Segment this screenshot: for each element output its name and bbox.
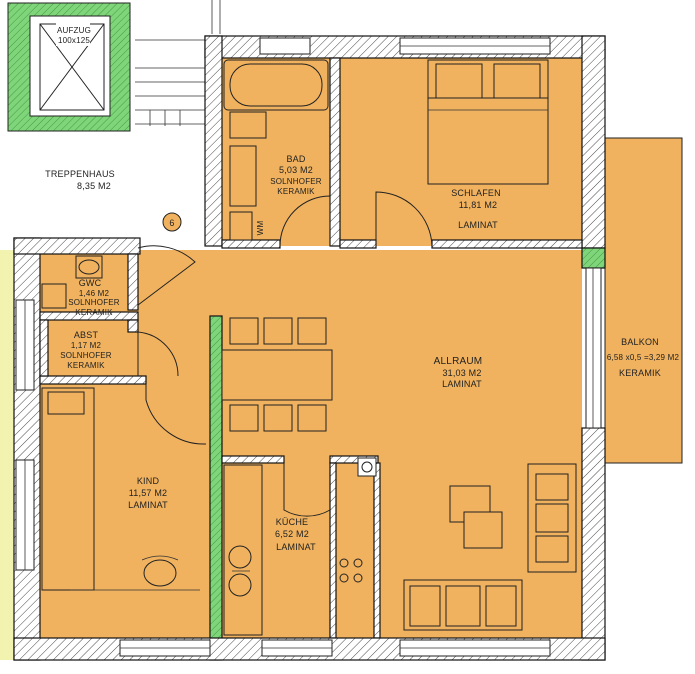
gwc-floor2: KERAMIK [75,308,113,317]
floor-areas [0,58,683,660]
living-name: ALLRAUM [434,356,483,367]
bath-floor1: SOLNHOFER [270,177,322,186]
gwc-name: GWC [79,278,102,288]
child-name: KIND [137,476,160,486]
doors [137,191,433,517]
kitchen-fixtures [223,457,377,636]
staircase [135,0,221,126]
stairwell-name: TREPPENHAUS [45,169,115,179]
bedroom-floor: LAMINAT [458,220,498,230]
balcony-area: 6,58 x0,5 =3,29 M2 [607,353,680,362]
storage-name: ABST [74,330,99,340]
labels: AUFZUG 100x125 TREPPENHAUS 8,35 M2 6 BAD… [45,26,679,552]
bath-area: 5,03 M2 [279,165,313,175]
child-area: 11,57 M2 [129,488,167,498]
storage-floor2: KERAMIK [67,361,105,370]
bath-name: BAD [286,154,305,164]
dining-set [221,317,333,432]
walls [13,35,606,661]
elevator-size: 100x125 [58,36,90,45]
living-floor: LAMINAT [442,379,482,389]
child-furniture [41,387,200,591]
bedroom-name: SCHLAFEN [451,188,501,198]
bed [427,59,549,185]
kitchen-area: 6,52 M2 [275,529,309,539]
kitchen-name: KÜCHE [276,517,309,527]
gwc-area: 1,46 M2 [79,289,110,298]
wm-label: WM [256,221,265,236]
living-furniture [403,463,577,631]
balcony-name: BALKON [621,337,659,347]
storage-area: 1,17 M2 [71,341,102,350]
neighbor-unit-floor [0,250,14,660]
bedroom-area: 11,81 M2 [459,200,497,210]
storage-floor1: SOLNHOFER [60,351,112,360]
bath-fixtures [223,59,329,241]
stairwell-area: 8,35 M2 [77,181,111,191]
elevator-name: AUFZUG [57,26,91,35]
balcony-floor [604,137,683,464]
living-area: 31,03 M2 [442,368,481,378]
kitchen-floor: LAMINAT [276,542,316,552]
marker-label: 6 [169,218,174,228]
marker-circle [162,212,182,232]
gwc-floor1: SOLNHOFER [68,298,120,307]
balcony-floor: KERAMIK [619,368,661,378]
bath-floor2: KERAMIK [277,187,315,196]
child-floor: LAMINAT [128,500,168,510]
gwc-fixtures [41,255,103,309]
elevator-shaft [7,2,131,132]
